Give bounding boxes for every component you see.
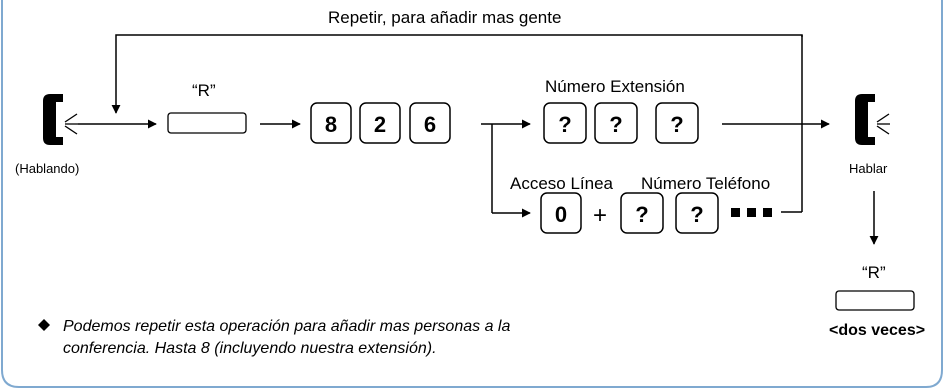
- handset-end-icon: [855, 94, 890, 145]
- key-digit: ?: [690, 202, 703, 227]
- r-label-bottom: “R”: [862, 263, 886, 282]
- handset-start-icon: [43, 94, 78, 145]
- note-line-2: conferencia. Hasta 8 (incluyendo nuestra…: [63, 340, 437, 357]
- key-digit: ?: [609, 112, 622, 137]
- line-keys: 0 + ? ?: [540, 192, 719, 234]
- dos-veces-label: <dos veces>: [829, 322, 925, 339]
- phone-number-label: Número Teléfono: [641, 174, 770, 193]
- end-caption: Hablar: [849, 161, 888, 176]
- extension-keys: ? ? ?: [543, 102, 699, 144]
- key-digit: ?: [558, 112, 571, 137]
- key-box: [540, 192, 582, 234]
- key-box: [409, 102, 451, 144]
- key-box: [359, 102, 401, 144]
- key-box: [594, 102, 638, 144]
- key-digit: ?: [670, 112, 683, 137]
- r-key-box-bottom: [835, 290, 915, 311]
- key-box: [655, 102, 699, 144]
- key-box: [620, 192, 664, 234]
- key-digit: ?: [635, 202, 648, 227]
- key-digit: 2: [374, 112, 386, 137]
- loop-label: Repetir, para añadir mas gente: [328, 8, 561, 27]
- note-line-1: Podemos repetir esta operación para añad…: [63, 318, 510, 335]
- line-access-label: Acceso Línea: [510, 174, 614, 193]
- r-key-box-top: [167, 112, 247, 134]
- key-digit: 6: [424, 112, 436, 137]
- key-digit: 8: [325, 112, 337, 137]
- more-digits-dots: [731, 208, 772, 217]
- key-box: [543, 102, 587, 144]
- r-label-top: “R”: [192, 81, 216, 100]
- key-box: [675, 192, 719, 234]
- loop-line: [111, 34, 803, 114]
- code-keys: 8 2 6: [310, 102, 451, 144]
- extension-label: Número Extensión: [545, 77, 685, 96]
- key-digit: 0: [555, 202, 567, 227]
- key-box: [310, 102, 352, 144]
- start-caption: (Hablando): [15, 161, 79, 176]
- plus-sign: +: [593, 202, 607, 229]
- bullet-diamond-icon: [38, 319, 50, 331]
